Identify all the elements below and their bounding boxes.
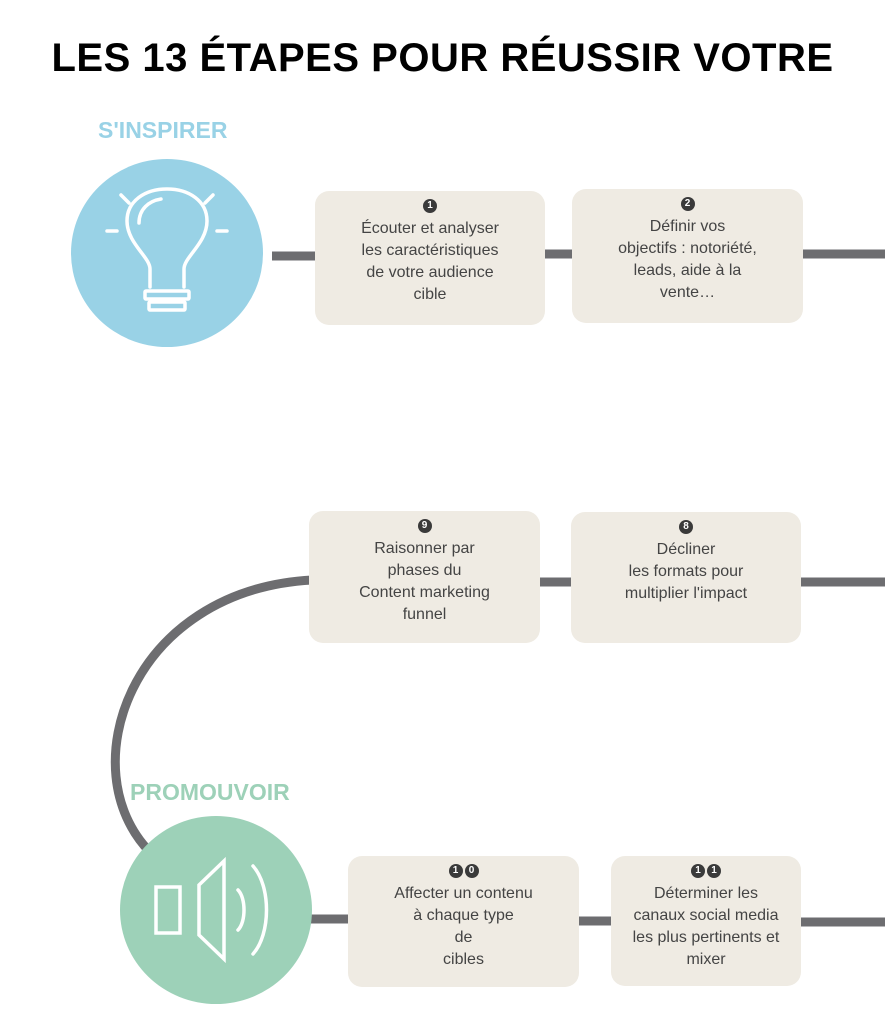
speaker-icon [154, 856, 269, 964]
loop-connector [110, 575, 313, 856]
inspirer-circle [71, 159, 263, 347]
step-number-badge: 8 [571, 516, 801, 538]
step-number-badge: 2 [572, 193, 803, 215]
step-2-text: Définir vos objectifs : notoriété, leads… [618, 218, 757, 301]
step-11-text: Déterminer les canaux social media les p… [632, 885, 780, 968]
lightbulb-icon [105, 187, 229, 312]
promouvoir-circle [120, 816, 312, 1004]
step-9-card: 9 Raisonner par phases du Content market… [309, 511, 540, 643]
step-9-text: Raisonner par phases du Content marketin… [359, 540, 490, 623]
step-10-text: Affecter un contenu à chaque type de cib… [394, 885, 533, 968]
step-1-text: Écouter et analyser les caractéristiques… [361, 220, 499, 303]
section-label-promouvoir: PROMOUVOIR [130, 779, 290, 805]
step-8-card: 8 Décliner les formats pour multiplier l… [571, 512, 801, 643]
page-title: LES 13 ÉTAPES POUR RÉUSSIR VOTRE [51, 36, 834, 80]
step-number-badge: 9 [309, 515, 540, 537]
step-1-card: 1 Écouter et analyser les caractéristiqu… [315, 191, 545, 325]
section-label-inspirer: S'INSPIRER [98, 117, 228, 143]
step-2-card: 2 Définir vos objectifs : notoriété, lea… [572, 189, 803, 323]
step-number-badge: 1 [315, 195, 545, 217]
step-8-text: Décliner les formats pour multiplier l'i… [624, 541, 748, 602]
